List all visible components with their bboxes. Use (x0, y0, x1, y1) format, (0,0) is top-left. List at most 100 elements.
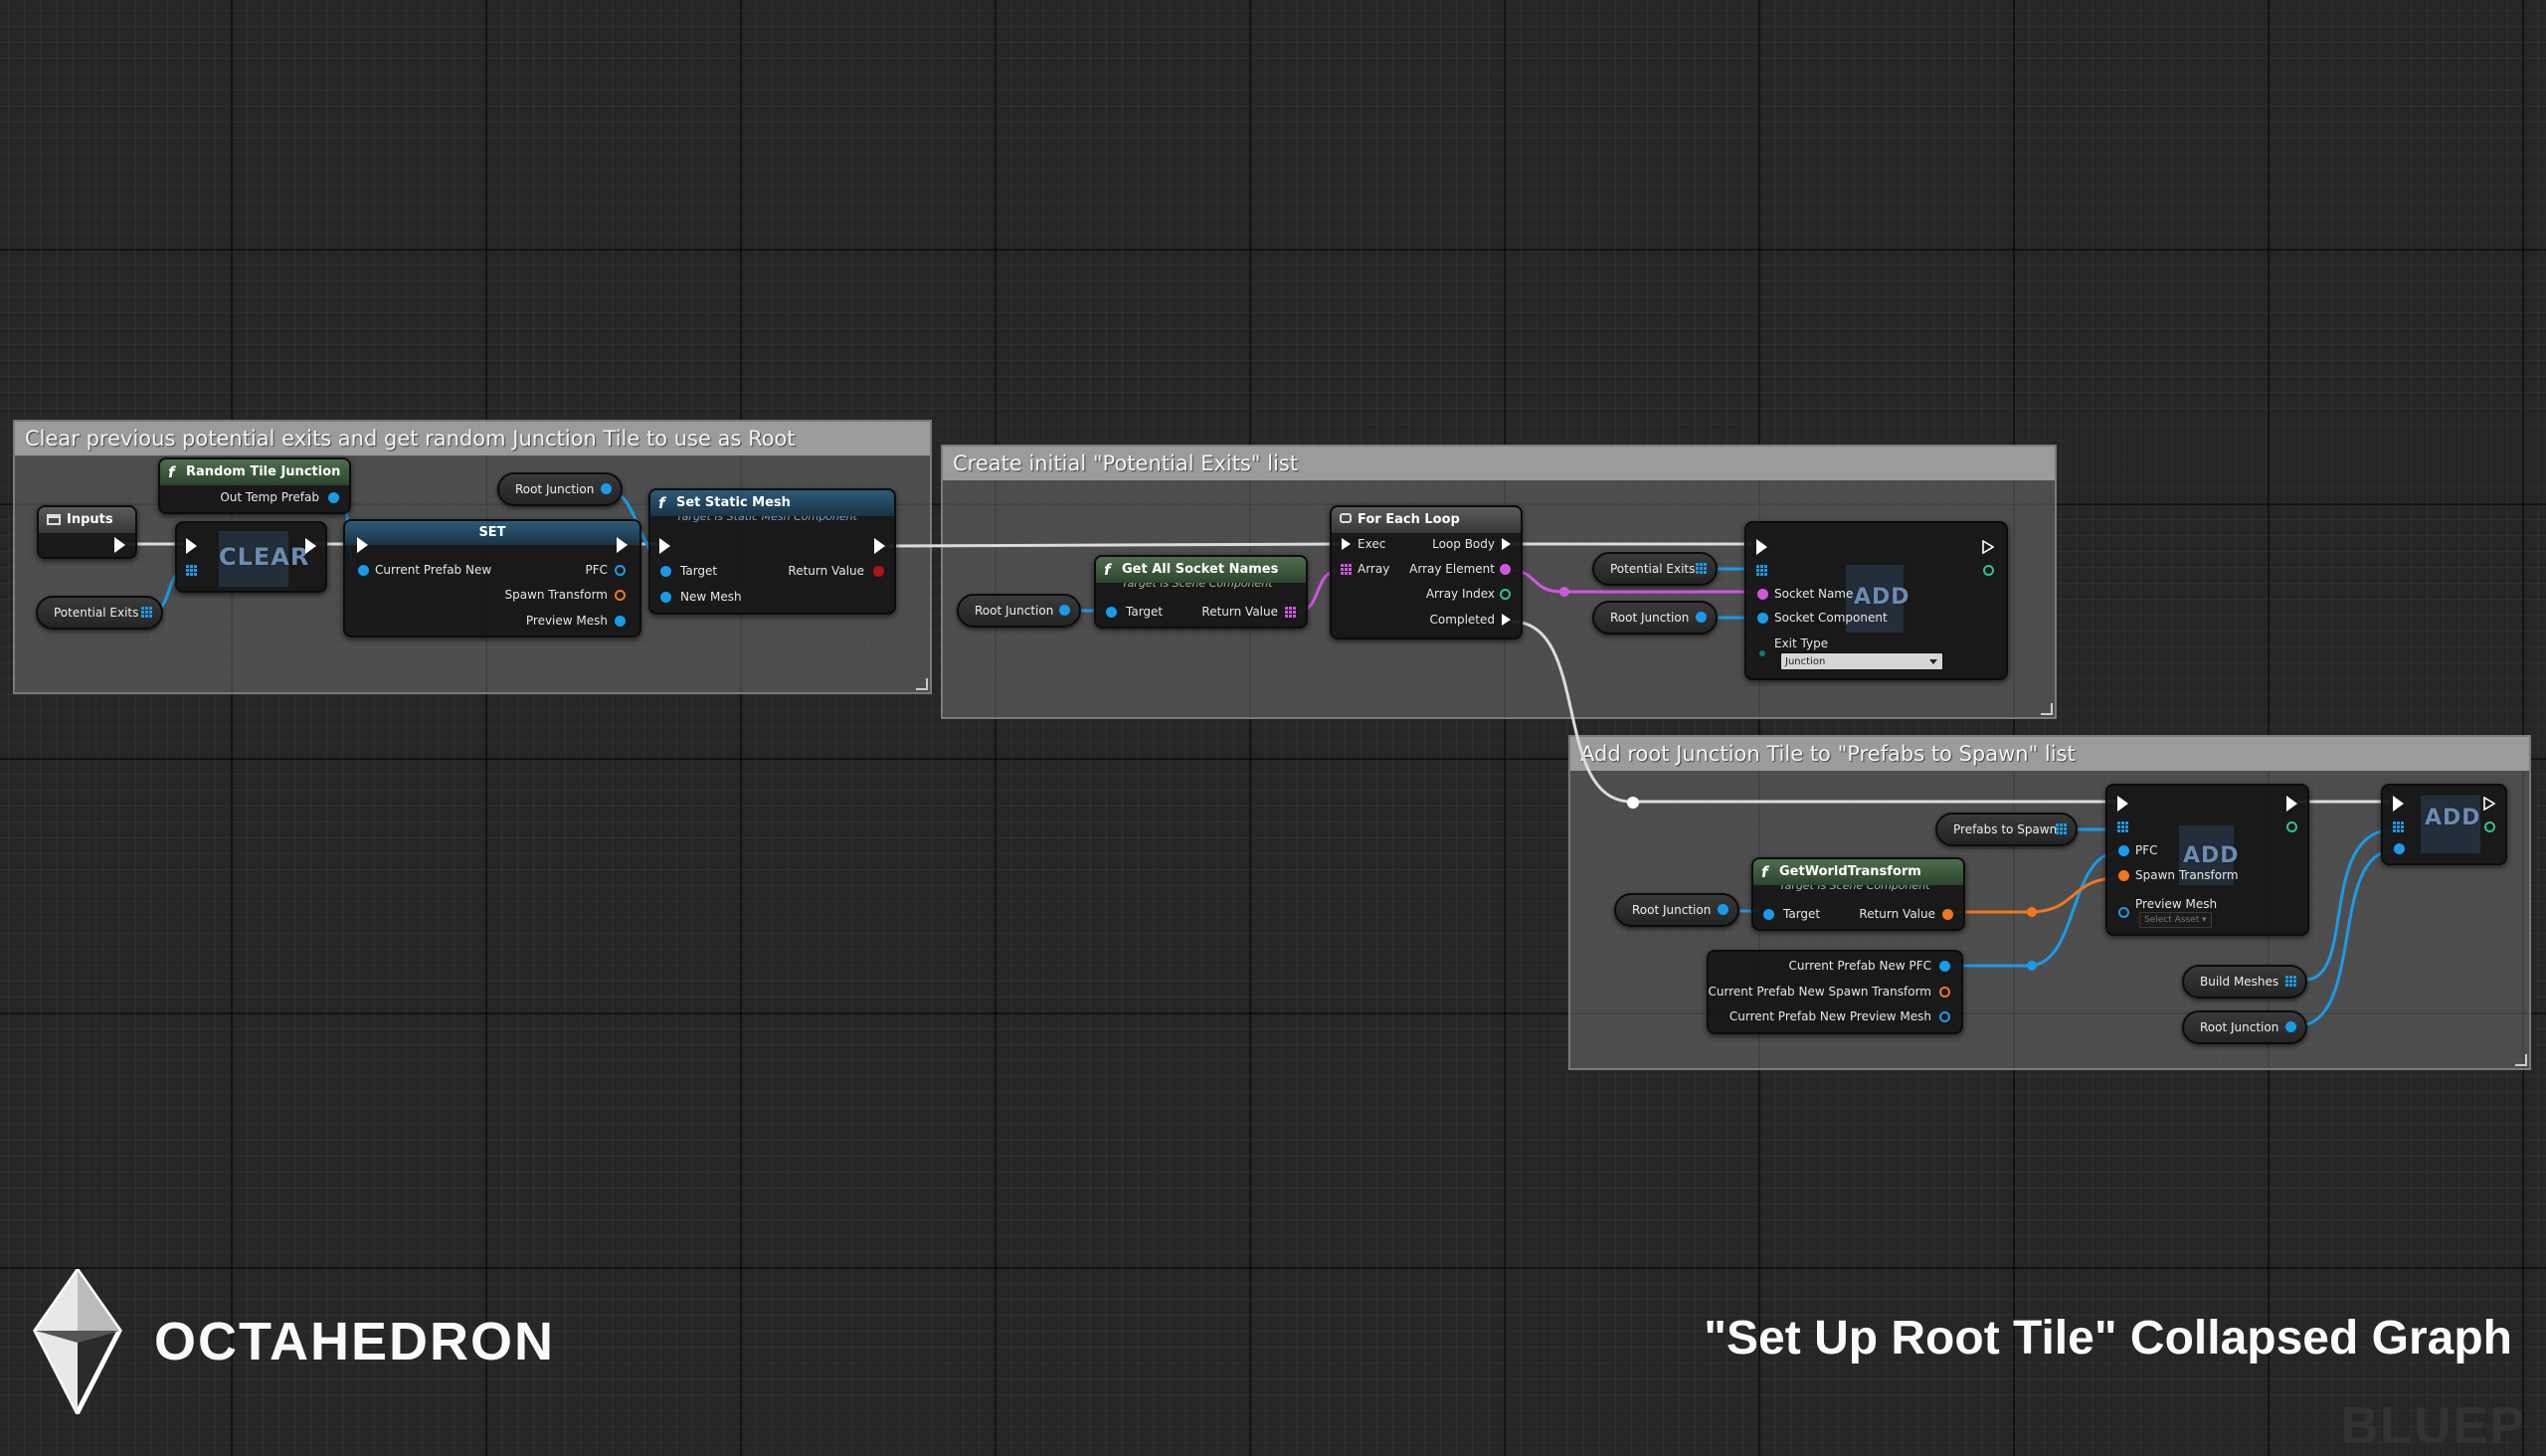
return-index-pin[interactable] (2484, 821, 2495, 832)
node-title: For Each Loop (1358, 512, 1460, 527)
variable-out-pin[interactable] (141, 607, 152, 618)
pfc-out-pin[interactable] (1939, 961, 1950, 972)
exec-in-pin[interactable] (1342, 538, 1351, 550)
root-junction-variable[interactable]: Root Junction (2182, 1010, 2307, 1044)
array-in-pin[interactable] (1341, 564, 1352, 575)
spawn-transform-in-pin[interactable] (2118, 870, 2129, 881)
variable-label: Root Junction (2200, 1020, 2279, 1034)
comment-title[interactable]: Clear previous potential exits and get r… (15, 422, 930, 455)
exec-out-pin[interactable] (2483, 796, 2496, 812)
exec-outline-icon (2483, 796, 2496, 812)
exec-in-pin[interactable] (186, 538, 197, 554)
array-index-pin[interactable] (1500, 589, 1511, 600)
pfc-in-pin[interactable] (2118, 845, 2129, 856)
spawn-transform-out-pin[interactable] (615, 590, 626, 601)
exit-type-dropdown[interactable]: Junction (1780, 652, 1943, 670)
exec-in-pin[interactable] (357, 537, 368, 553)
pin-label: Target (1783, 907, 1821, 921)
preview-mesh-in-pin[interactable] (2118, 907, 2129, 918)
exec-in-pin[interactable] (2393, 796, 2404, 812)
resize-handle[interactable] (916, 678, 928, 690)
target-pin[interactable] (1763, 909, 1774, 920)
variable-out-pin[interactable] (1696, 612, 1707, 623)
exec-in-pin[interactable] (2117, 796, 2128, 812)
return-value-pin[interactable] (1942, 909, 1953, 920)
loop-body-pin[interactable] (1502, 538, 1511, 550)
target-array-pin[interactable] (1756, 565, 1767, 576)
return-value-pin[interactable] (1285, 607, 1296, 618)
exec-in-pin[interactable] (1756, 539, 1767, 555)
comment-title[interactable]: Add root Junction Tile to "Prefabs to Sp… (1570, 737, 2529, 771)
socket-component-pin[interactable] (1757, 613, 1768, 624)
potential-exits-variable[interactable]: Potential Exits (36, 596, 163, 630)
target-pin[interactable] (1106, 607, 1117, 618)
add-mesh-node[interactable]: ADD (2381, 784, 2507, 865)
root-junction-variable[interactable]: Root Junction (1592, 601, 1718, 635)
current-prefab-new-pin[interactable] (358, 565, 369, 576)
clear-node[interactable]: CLEAR (175, 521, 327, 593)
variable-out-pin[interactable] (1696, 563, 1707, 574)
out-temp-prefab-pin[interactable] (328, 492, 339, 503)
add-prefab-node[interactable]: ADD PFC Spawn Transform Preview Mesh Sel… (2105, 784, 2309, 936)
variable-out-pin[interactable] (2285, 1021, 2296, 1032)
preview-mesh-out-pin[interactable] (1939, 1011, 1950, 1022)
resize-handle[interactable] (2515, 1054, 2527, 1066)
inputs-node[interactable]: Inputs (37, 505, 137, 559)
spawn-transform-out-pin[interactable] (1939, 987, 1950, 998)
variable-out-pin[interactable] (2285, 976, 2296, 987)
for-each-loop-node[interactable]: For Each Loop Exec Loop Body Array Array… (1330, 505, 1523, 639)
return-index-pin[interactable] (1983, 565, 1994, 576)
variable-out-pin[interactable] (1059, 605, 1070, 616)
pin-label: New Mesh (680, 590, 742, 604)
exec-out-pin[interactable] (2286, 796, 2297, 812)
exec-out-pin[interactable] (305, 538, 316, 554)
set-node[interactable]: SET Current Prefab New PFC Spawn Transfo… (343, 519, 641, 637)
new-mesh-pin[interactable] (660, 592, 671, 603)
pfc-out-pin[interactable] (615, 565, 626, 576)
select-asset-dropdown[interactable]: Select Asset ▾ (2139, 912, 2212, 928)
return-index-pin[interactable] (2286, 821, 2297, 832)
item-in-pin[interactable] (2394, 843, 2405, 854)
potential-exits-variable[interactable]: Potential Exits (1592, 552, 1718, 586)
pin-label: Current Prefab New Preview Mesh (1728, 1009, 1931, 1023)
root-junction-variable[interactable]: Root Junction (1614, 893, 1739, 927)
get-world-transform-node[interactable]: f GetWorldTransform Target is Scene Comp… (1751, 857, 1965, 931)
exec-out-pin[interactable] (617, 537, 628, 553)
array-element-pin[interactable] (1500, 564, 1511, 575)
variable-out-pin[interactable] (2056, 823, 2067, 834)
variable-out-pin[interactable] (1718, 904, 1728, 915)
pin-label: Target (680, 564, 718, 578)
target-array-pin[interactable] (2117, 821, 2128, 832)
pin-label: Completed (1429, 613, 1495, 627)
root-junction-variable[interactable]: Root Junction (497, 472, 623, 506)
exec-in-pin[interactable] (659, 538, 670, 554)
exec-out-pin[interactable] (874, 538, 885, 554)
add-potential-exit-node[interactable]: ADD Socket Name Socket Component Exit Ty… (1744, 521, 2008, 680)
pin-label: Current Prefab New (375, 563, 492, 577)
random-tile-junction-node[interactable]: f Random Tile Junction Out Temp Prefab (158, 457, 351, 514)
exit-type-pin[interactable] (1759, 650, 1765, 656)
build-meshes-variable[interactable]: Build Meshes (2182, 965, 2307, 999)
set-static-mesh-node[interactable]: f Set Static Mesh Target is Static Mesh … (648, 488, 896, 615)
get-all-socket-names-node[interactable]: f Get All Socket Names Target is Scene C… (1094, 555, 1308, 629)
brand-logo-text: OCTAHEDRON (154, 1312, 555, 1371)
current-prefab-new-break-node[interactable]: Current Prefab New PFC Current Prefab Ne… (1707, 950, 1963, 1034)
dropdown-value: Select Asset (2144, 915, 2200, 925)
resize-handle[interactable] (2041, 703, 2053, 715)
socket-name-pin[interactable] (1757, 589, 1768, 600)
prefabs-to-spawn-variable[interactable]: Prefabs to Spawn (1935, 813, 2078, 846)
target-array-pin[interactable] (2393, 821, 2404, 832)
op-background (2421, 796, 2480, 853)
completed-pin[interactable] (1502, 614, 1511, 626)
exec-out-pin[interactable] (114, 537, 125, 553)
target-pin[interactable] (660, 566, 671, 577)
exec-out-pin[interactable] (1982, 539, 1995, 555)
comment-title[interactable]: Create initial "Potential Exits" list (943, 447, 2055, 480)
pin-label: Return Value (788, 564, 864, 578)
exec-wire (1511, 620, 2115, 804)
target-array-pin[interactable] (186, 565, 197, 576)
preview-mesh-out-pin[interactable] (615, 616, 626, 627)
variable-out-pin[interactable] (601, 483, 612, 494)
return-value-pin[interactable] (873, 566, 884, 577)
root-junction-variable[interactable]: Root Junction (957, 594, 1081, 628)
